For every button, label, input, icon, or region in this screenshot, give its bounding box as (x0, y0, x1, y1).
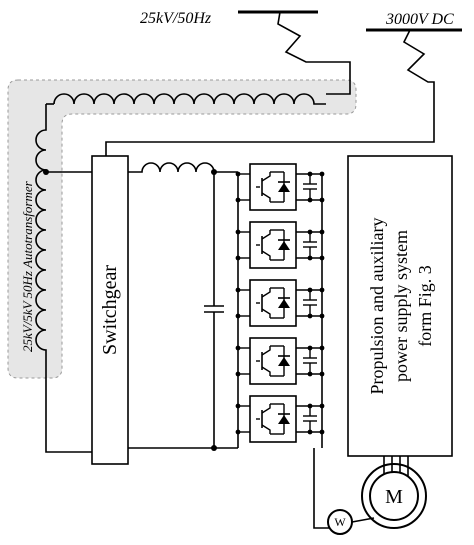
wheel-icon: W (327, 509, 353, 535)
motor-icon: M (361, 463, 427, 529)
autotransformer-label: 25kV/5kV 50Hz Autotransformer (20, 180, 35, 352)
filter-inductor (128, 162, 238, 173)
switchgear-label: Switchgear (99, 265, 121, 355)
dc-supply-label: 3000V DC (385, 11, 454, 28)
dc-link-capacitor (204, 169, 224, 451)
dc-catenary (105, 28, 462, 156)
propulsion-label-line2: power supply system (391, 230, 411, 382)
switchgear-box (91, 155, 129, 465)
autotransformer-zone (7, 79, 357, 379)
propulsion-system-box (347, 155, 453, 457)
ac-catenary (238, 10, 351, 95)
converter-module (235, 337, 325, 385)
propulsion-label-line3: form Fig. 3 (415, 265, 435, 347)
converter-module (235, 279, 325, 327)
converter-module (235, 395, 325, 443)
converter-modules (235, 163, 325, 443)
ac-supply-label: 25kV/50Hz (140, 10, 212, 27)
tap-junction (43, 169, 49, 175)
autotransformer-vertical-coil (35, 104, 92, 453)
wheel-label: W (334, 515, 346, 529)
converter-module (235, 221, 325, 269)
propulsion-label-line1: Propulsion and auxiliary (367, 218, 387, 395)
motor-label: M (385, 486, 403, 508)
converter-module (235, 163, 325, 211)
autotransformer-horizontal-coil (53, 93, 326, 105)
